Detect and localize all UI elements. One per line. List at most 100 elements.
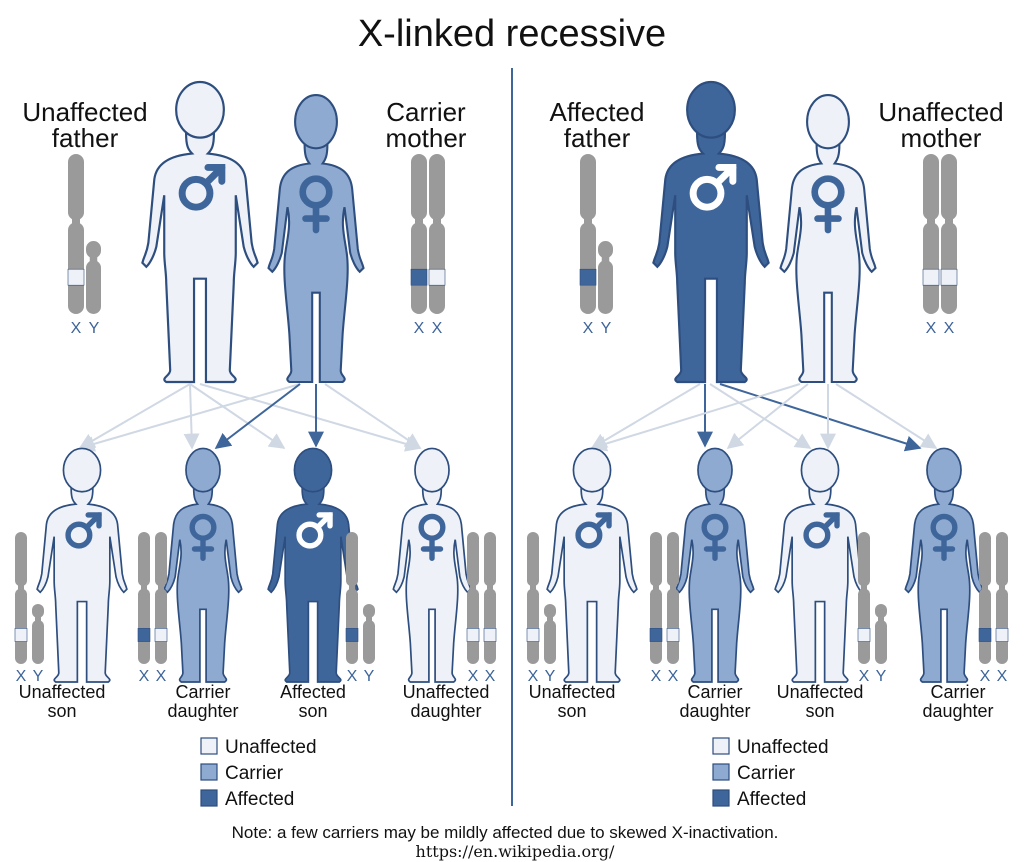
child-x-chromosome-2-allele [995, 628, 1009, 642]
child-x-chromosome-2-allele [154, 628, 168, 642]
inheritance-arrow [199, 383, 422, 452]
female-symbol-icon [701, 513, 729, 561]
father-x-chromosome-allele [579, 268, 597, 286]
father-x-chromosome [579, 154, 597, 314]
child-figure [163, 447, 243, 683]
source-text: https://en.wikipedia.org/ [416, 842, 615, 861]
child-chr-label-1: X [139, 668, 150, 685]
father-x-chromosome-allele [67, 268, 85, 286]
father-figure-head [175, 80, 225, 139]
child-figure-body [546, 487, 638, 683]
mother-figure-body [779, 143, 877, 384]
child-x-chromosome-1-allele [137, 628, 151, 642]
child-x-chromosome-2 [483, 532, 497, 664]
legend-swatch-carrier [200, 763, 218, 781]
male-symbol-icon [689, 163, 737, 211]
mother-label-line1: Unaffected [878, 97, 1003, 127]
female-symbol-icon [811, 175, 845, 234]
female-symbol-icon [930, 513, 958, 561]
father-figure [141, 80, 259, 384]
inheritance-arrows [590, 383, 938, 452]
legend-label-carrier: Carrier [225, 763, 284, 784]
child-figure-head [293, 447, 333, 493]
child-chr-label-1: X [980, 668, 991, 685]
female-symbol-icon [299, 175, 333, 234]
inheritance-arrows [78, 383, 422, 452]
male-symbol-icon [803, 512, 840, 549]
mother-label-line2: mother [901, 123, 982, 153]
child-chr-label-1: X [16, 668, 27, 685]
inheritance-arrow [590, 383, 801, 452]
legend-label-carrier: Carrier [737, 763, 796, 784]
legend-swatch-affected [712, 789, 730, 807]
father-y-chromosome [598, 241, 613, 314]
father-chr-label-x: X [583, 320, 594, 337]
mother-chr-label-1: X [926, 320, 937, 337]
child-figure-head [62, 447, 102, 493]
child-figure-body [267, 487, 359, 683]
mother-x-chromosome-1 [922, 154, 940, 314]
father-x-chromosome [67, 154, 85, 314]
child-figure-body [36, 487, 128, 683]
child-label-line1: Carrier [175, 682, 230, 702]
child-label-line1: Unaffected [777, 682, 864, 702]
mother-x-chromosome-2 [940, 154, 958, 314]
inheritance-arrow [78, 383, 301, 452]
child-chr-label-2: X [485, 668, 496, 685]
child-label-line1: Unaffected [529, 682, 616, 702]
male-symbol-icon [65, 512, 102, 549]
child-x-chromosome-allele [14, 628, 28, 642]
child-figure [546, 447, 638, 683]
father-label-line2: father [52, 123, 119, 153]
child-x-chromosome-1-allele [466, 628, 480, 642]
child-x-chromosome-allele [857, 628, 871, 642]
child-label-line2: son [805, 701, 834, 721]
legend-swatch-carrier [712, 763, 730, 781]
father-label-line2: father [564, 123, 631, 153]
child-y-chromosome [875, 604, 887, 664]
mother-figure-head [294, 94, 338, 150]
mother-chr-label-2: X [944, 320, 955, 337]
child-figure-body [675, 487, 755, 683]
child-figure-head [697, 447, 733, 493]
child-x-chromosome-1 [466, 532, 480, 664]
legend-label-unaffected: Unaffected [737, 737, 829, 758]
child-x-chromosome-1 [649, 532, 663, 664]
male-symbol-icon [575, 512, 612, 549]
child-y-chromosome [32, 604, 44, 664]
child-label-line1: Unaffected [19, 682, 106, 702]
mother-x-chromosome-1-allele [922, 268, 940, 286]
child-x-chromosome-2-allele [666, 628, 680, 642]
child-x-chromosome-1-allele [649, 628, 663, 642]
note-text: Note: a few carriers may be mildly affec… [232, 823, 779, 842]
legend-label-affected: Affected [225, 789, 294, 810]
inheritance-arrow [590, 383, 701, 449]
child-x-chromosome [345, 532, 359, 664]
child-x-chromosome-1 [978, 532, 992, 664]
child-y-chromosome [363, 604, 375, 664]
child-label-line2: son [298, 701, 327, 721]
inheritance-arrow [726, 383, 809, 449]
child-figure [774, 447, 866, 683]
child-x-chromosome [526, 532, 540, 664]
child-label-line2: son [47, 701, 76, 721]
child-chr-label-1: X [347, 668, 358, 685]
child-x-chromosome-2 [666, 532, 680, 664]
inheritance-arrow [189, 383, 286, 449]
child-figure-head [800, 447, 840, 493]
child-chr-label-2: Y [364, 668, 375, 685]
child-figure [904, 447, 984, 683]
father-figure-head [686, 80, 736, 139]
child-chr-label-1: X [468, 668, 479, 685]
child-label-line2: daughter [679, 701, 750, 721]
